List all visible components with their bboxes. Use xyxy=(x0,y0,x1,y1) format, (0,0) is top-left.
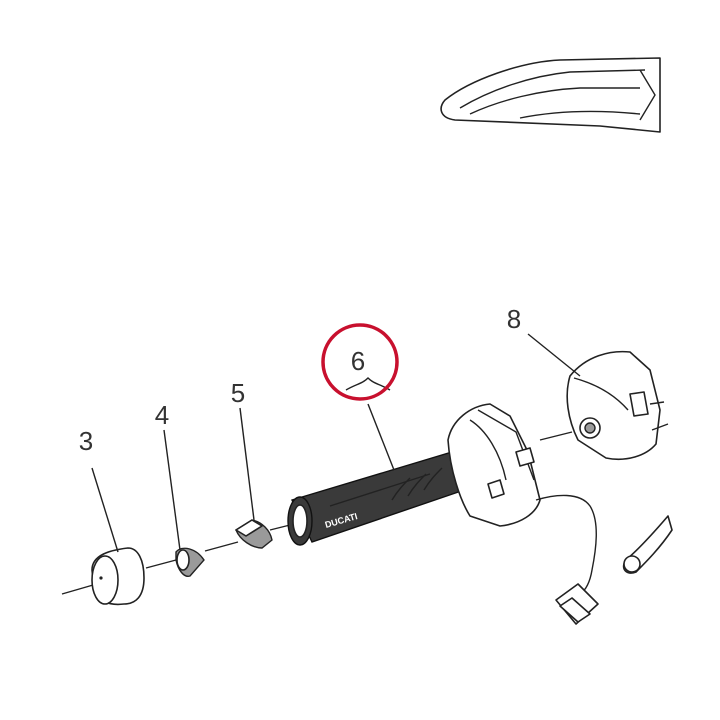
callout-3: 3 xyxy=(79,426,93,456)
leader-6 xyxy=(367,403,395,471)
callout-4: 4 xyxy=(155,400,169,430)
wiring-harness xyxy=(535,494,599,625)
insert-part xyxy=(235,519,273,549)
assembly-axis xyxy=(61,431,573,595)
callout-6: 6 xyxy=(351,346,365,376)
callout-8: 8 xyxy=(507,304,521,334)
leader-3 xyxy=(91,467,119,553)
bar-end-weight-part xyxy=(91,547,145,606)
mirror-outline xyxy=(440,57,661,133)
callout-5: 5 xyxy=(231,378,245,408)
lever-fragment xyxy=(622,515,673,574)
leader-lines xyxy=(91,333,581,553)
throttle-grip-part: DUCATI xyxy=(287,451,471,546)
switch-housing-part xyxy=(566,350,669,460)
leader-8 xyxy=(527,333,581,377)
brace-6 xyxy=(345,377,391,391)
leader-4 xyxy=(163,429,181,551)
washer-part xyxy=(175,547,205,577)
throttle-housing xyxy=(447,403,541,527)
leader-5 xyxy=(239,407,255,521)
highlight-circle xyxy=(321,323,399,401)
